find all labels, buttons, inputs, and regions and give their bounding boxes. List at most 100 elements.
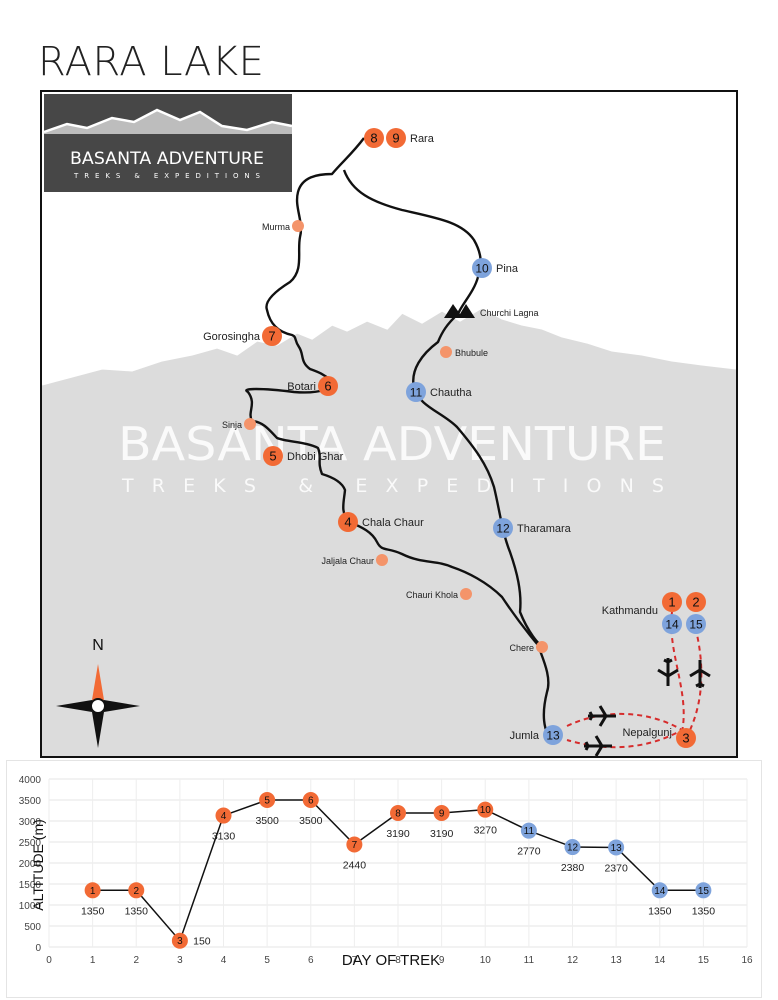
stop-marker [338, 512, 358, 532]
stop-marker [543, 725, 563, 745]
stop-day-number: 9 [392, 131, 399, 146]
stop-day-number: 4 [344, 515, 351, 530]
data-point-day: 5 [264, 796, 270, 807]
chart-xlabel: DAY OF TREK [342, 952, 440, 969]
y-tick-label: 2000 [19, 859, 42, 870]
data-point [651, 882, 668, 899]
stop-label: Pina [496, 263, 519, 275]
data-point-day: 14 [654, 886, 666, 897]
map-stop-pina: 10 Pina [472, 258, 519, 278]
stop-day-number: 10 [475, 262, 489, 276]
data-point [259, 792, 276, 808]
map-stop-dhobi-ghar: 5 Dhobi Ghar [263, 446, 344, 466]
stop-marker [472, 258, 492, 278]
stop-marker [263, 446, 283, 466]
y-tick-label: 1500 [19, 880, 42, 891]
data-point [346, 836, 363, 853]
x-tick-label: 6 [308, 955, 314, 966]
data-label: 2770 [517, 846, 541, 858]
map-stop-rara-8: 8 [364, 128, 384, 148]
stop-label: Dhobi Ghar [287, 451, 344, 463]
watermark-name: BASANTA ADVENTURE [118, 417, 666, 471]
airplane-icon [588, 705, 616, 727]
data-point [564, 839, 581, 856]
data-label: 2440 [343, 860, 367, 872]
x-tick-label: 12 [567, 955, 579, 966]
stop-label: Botari [287, 381, 316, 393]
stop-marker [460, 588, 472, 600]
map-stop-murma: Murma [262, 220, 304, 232]
map-stop-chere: Chere [509, 641, 548, 653]
y-tick-label: 2500 [19, 838, 42, 849]
y-tick-label: 1000 [19, 901, 42, 912]
map-stop-jaljala-chaur: Jaljala Chaur [321, 554, 388, 566]
stop-day-number: 7 [268, 329, 275, 344]
trek-route-return [342, 169, 544, 647]
x-tick-label: 9 [439, 955, 445, 966]
x-tick-label: 13 [611, 955, 623, 966]
stop-marker [244, 418, 256, 430]
stop-day-number: 11 [410, 386, 423, 400]
stop-day-number: 2 [692, 595, 699, 610]
map-stop-botari: 6 Botari [287, 376, 338, 396]
data-point [215, 807, 232, 824]
x-tick-label: 14 [654, 955, 666, 966]
stop-marker [493, 518, 513, 538]
x-tick-label: 11 [524, 955, 535, 966]
map-stop-churchi-lagna: Churchi Lagna [480, 308, 539, 318]
map-stop-kathmandu-15: 15 [686, 614, 706, 634]
x-tick-label: 8 [395, 955, 401, 966]
logo-tagline: TREKS & EXPEDITIONS [73, 172, 261, 180]
map-stop-kathmandu-2: 2 [686, 592, 706, 612]
chart-ylabel: ALTITUDE (m) [30, 819, 46, 911]
logo-name: BASANTA ADVENTURE [70, 149, 264, 169]
data-label: 1350 [125, 905, 149, 917]
data-label: 3130 [212, 831, 236, 843]
stop-marker [318, 376, 338, 396]
stop-day-number: 1 [668, 595, 675, 610]
stop-label: Chala Chaur [362, 517, 424, 529]
pass-icon [444, 304, 475, 318]
compass-rose: N [56, 637, 140, 748]
x-tick-label: 10 [480, 955, 492, 966]
data-point [695, 882, 712, 899]
data-point [520, 822, 537, 839]
x-tick-label: 1 [90, 955, 96, 966]
compass-north-label: N [92, 637, 104, 654]
stop-day-number: 15 [689, 618, 703, 632]
x-tick-label: 15 [698, 955, 710, 966]
data-point-day: 13 [611, 843, 623, 854]
stop-label: Sinja [222, 420, 242, 430]
stop-marker [364, 128, 384, 148]
stop-day-number: 6 [324, 379, 331, 394]
map-stop-sinja: Sinja [222, 418, 256, 430]
map-stop-bhubule: Bhubule [440, 346, 488, 358]
chart-grid [48, 778, 748, 948]
stop-day-number: 13 [546, 729, 560, 743]
x-tick-label: 2 [133, 955, 139, 966]
data-point-day: 12 [567, 843, 579, 854]
data-label: 1350 [692, 905, 716, 917]
stop-marker [440, 346, 452, 358]
stop-day-number: 3 [682, 731, 689, 746]
data-point [84, 882, 101, 899]
stop-marker [292, 220, 304, 232]
x-tick-label: 0 [46, 955, 52, 966]
mountain-snow-line [42, 305, 736, 386]
stop-marker [536, 641, 548, 653]
y-tick-label: 4000 [19, 775, 42, 786]
x-tick-label: 4 [221, 955, 227, 966]
data-point [171, 932, 188, 949]
data-point [128, 882, 145, 899]
stop-marker [662, 614, 682, 634]
stop-day-number: 5 [269, 449, 276, 464]
data-label: 3190 [430, 828, 454, 840]
stop-marker [376, 554, 388, 566]
